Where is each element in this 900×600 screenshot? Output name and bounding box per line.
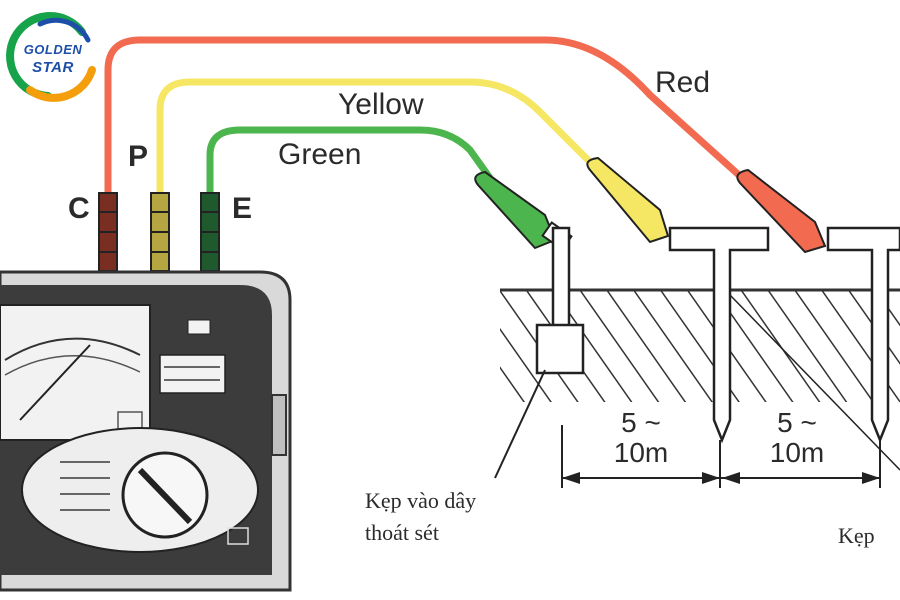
wire-label-red: Red [655,66,711,99]
wire-label-yellow: Yellow [338,88,424,121]
terminal-label-e: E [232,192,253,225]
terminal-label-c: C [68,192,90,225]
red-wire [104,36,753,195]
red-clip [736,168,827,254]
distance-label-2: 5 ~ 10m [752,408,842,468]
clamp-note: Kẹp vào dây thoát sét [365,485,476,549]
terminal-label-p: P [128,140,149,173]
meter-needle [19,344,91,421]
terminal-p [150,192,170,272]
distance-1-line2: 10m [613,437,669,468]
logo-text-line1: GOLDEN [23,42,83,57]
distance-dimension-1 [561,425,721,488]
ground-conductor [535,226,585,375]
earth-tester-meter [0,270,292,592]
yellow-clip [586,156,670,244]
yellow-wire [156,78,603,195]
terminal-e [200,192,220,272]
green-wire [206,126,493,195]
distance-2-line1: 5 ~ [777,407,817,438]
golden-star-logo: GOLDEN STAR [10,12,96,98]
clamp-note-line1: Kẹp vào dây [365,488,477,513]
leader-line-clamp [494,369,546,479]
distance-label-1: 5 ~ 10m [596,408,686,468]
model-plate [159,354,226,394]
clamp-note-right: Kẹp [838,523,875,548]
meter-dial-window [0,304,151,441]
potential-probe-stake [668,226,770,444]
leader-line-right [729,294,900,471]
distance-2-line2: 10m [769,437,825,468]
golden-star-logo-mark [6,12,96,102]
logo-text-line2: STAR [32,59,74,76]
distance-dimension-2 [720,440,881,488]
clamp-note-line2: thoát sét [365,520,439,545]
terminal-c [98,192,118,272]
wire-label-green: Green [278,138,362,171]
distance-1-line1: 5 ~ [621,407,661,438]
current-probe-stake [826,226,900,444]
